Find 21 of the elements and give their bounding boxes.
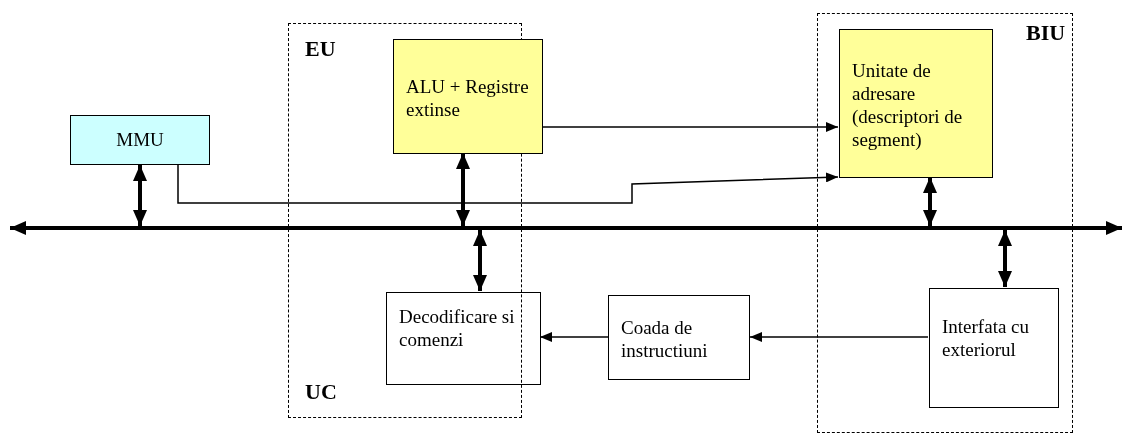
arrow [10,221,60,235]
block-box: ALU + Registre extinse [393,39,543,154]
block-box: Decodificare si comenzi [386,292,541,385]
block-box: Interfata cu exteriorul [929,288,1059,408]
arrow [923,177,937,226]
arrow [456,153,470,226]
arrow [749,332,929,342]
block-box: MMU [70,115,210,165]
arrow [541,122,839,132]
block-box: Unitate de adresare (descriptori de segment) [839,29,993,178]
block-box: Coada de instructiuni [608,295,750,380]
dashed-group-box [817,13,1073,433]
group-label: EU [305,36,336,62]
arrow [539,332,609,342]
arrow [473,230,487,291]
group-label: BIU [1026,20,1066,46]
arrow [133,165,147,226]
arrow [998,230,1012,287]
group-label: UC [305,379,337,405]
arrow [177,164,839,204]
arrow [1085,221,1122,235]
